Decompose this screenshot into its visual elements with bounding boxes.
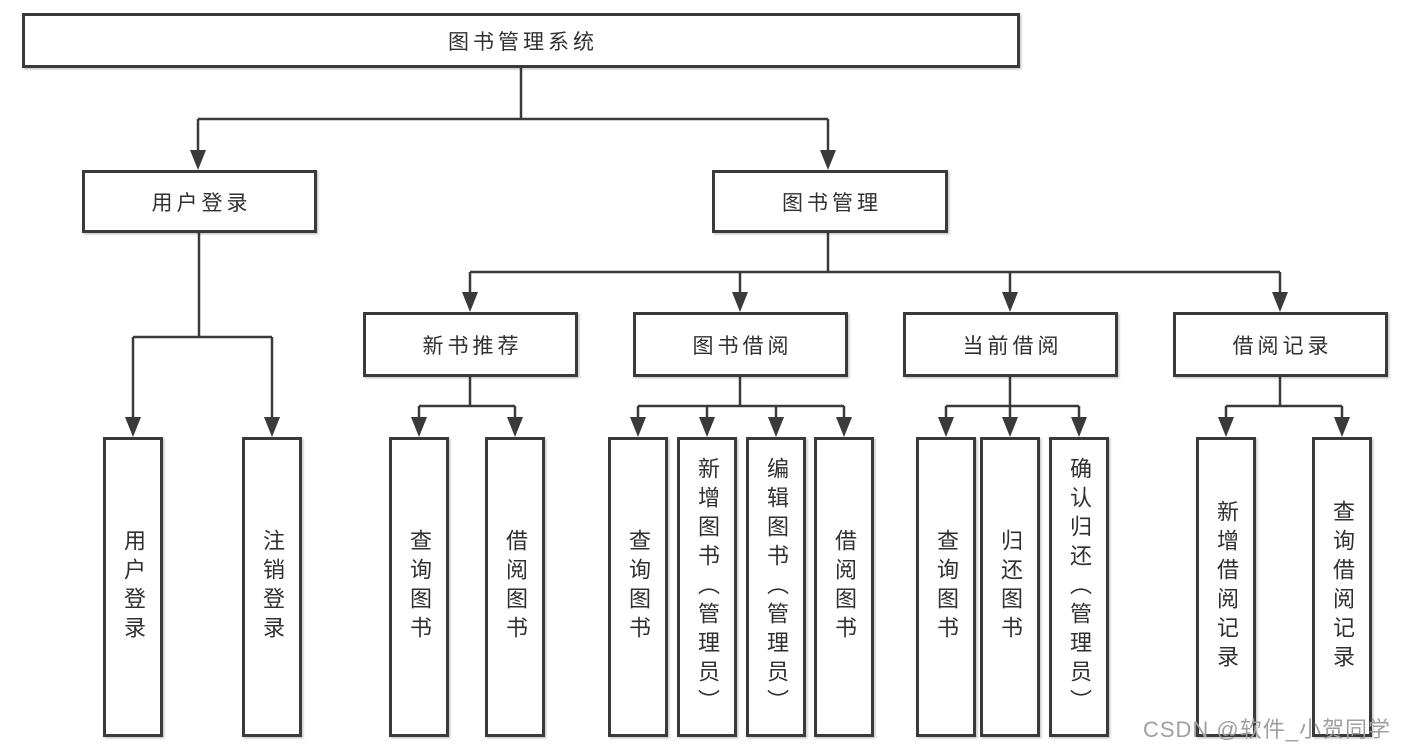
leaf-borrow-books-recommend: 借阅图书: [485, 437, 545, 737]
leaf-query-books-borrowing: 查询图书: [608, 437, 668, 737]
leaf-label: 借阅图书: [503, 529, 528, 645]
leaf-borrow-books: 借阅图书: [814, 437, 874, 737]
leaf-label: 查询图书: [626, 529, 651, 645]
csdn-watermark: CSDN @软件_小贺同学: [1142, 717, 1391, 742]
leaf-user-login: 用户登录: [103, 437, 163, 737]
node-library-management-system: 图书管理系统: [22, 13, 1020, 68]
leaf-label: 借阅图书: [832, 529, 857, 645]
leaf-return-books: 归还图书: [980, 437, 1040, 737]
leaf-label: 注销登录: [260, 529, 285, 645]
node-borrowing-records: 借阅记录: [1173, 312, 1388, 377]
leaf-query-books-recommend: 查询图书: [389, 437, 449, 737]
leaf-add-borrow-record: 新增借阅记录: [1196, 437, 1256, 737]
leaf-label: 查询图书: [407, 529, 432, 645]
leaf-label: 归还图书: [998, 529, 1023, 645]
leaf-confirm-return-admin: 确认归还（管理员）: [1049, 437, 1109, 737]
leaf-label: 查询图书: [934, 529, 959, 645]
leaf-label: 确认归还（管理员）: [1067, 456, 1092, 718]
leaf-edit-books-admin: 编辑图书（管理员）: [746, 437, 806, 737]
leaf-label: 编辑图书（管理员）: [764, 456, 789, 718]
connector-lines: [131, 68, 1344, 421]
node-book-borrowing: 图书借阅: [633, 312, 848, 377]
connector-arrowheads: [125, 150, 1350, 437]
leaf-label: 用户登录: [121, 529, 146, 645]
leaf-query-borrow-record: 查询借阅记录: [1312, 437, 1372, 737]
node-user-login-branch: 用户登录: [82, 170, 317, 233]
leaf-query-books-current: 查询图书: [916, 437, 976, 737]
node-new-book-recommendation: 新书推荐: [363, 312, 578, 377]
leaf-label: 查询借阅记录: [1330, 500, 1355, 674]
node-book-management-branch: 图书管理: [712, 170, 948, 233]
node-current-borrowing: 当前借阅: [903, 312, 1118, 377]
leaf-logout: 注销登录: [242, 437, 302, 737]
leaf-add-books-admin: 新增图书（管理员）: [677, 437, 737, 737]
leaf-label: 新增图书（管理员）: [695, 456, 720, 718]
leaf-label: 新增借阅记录: [1214, 500, 1239, 674]
